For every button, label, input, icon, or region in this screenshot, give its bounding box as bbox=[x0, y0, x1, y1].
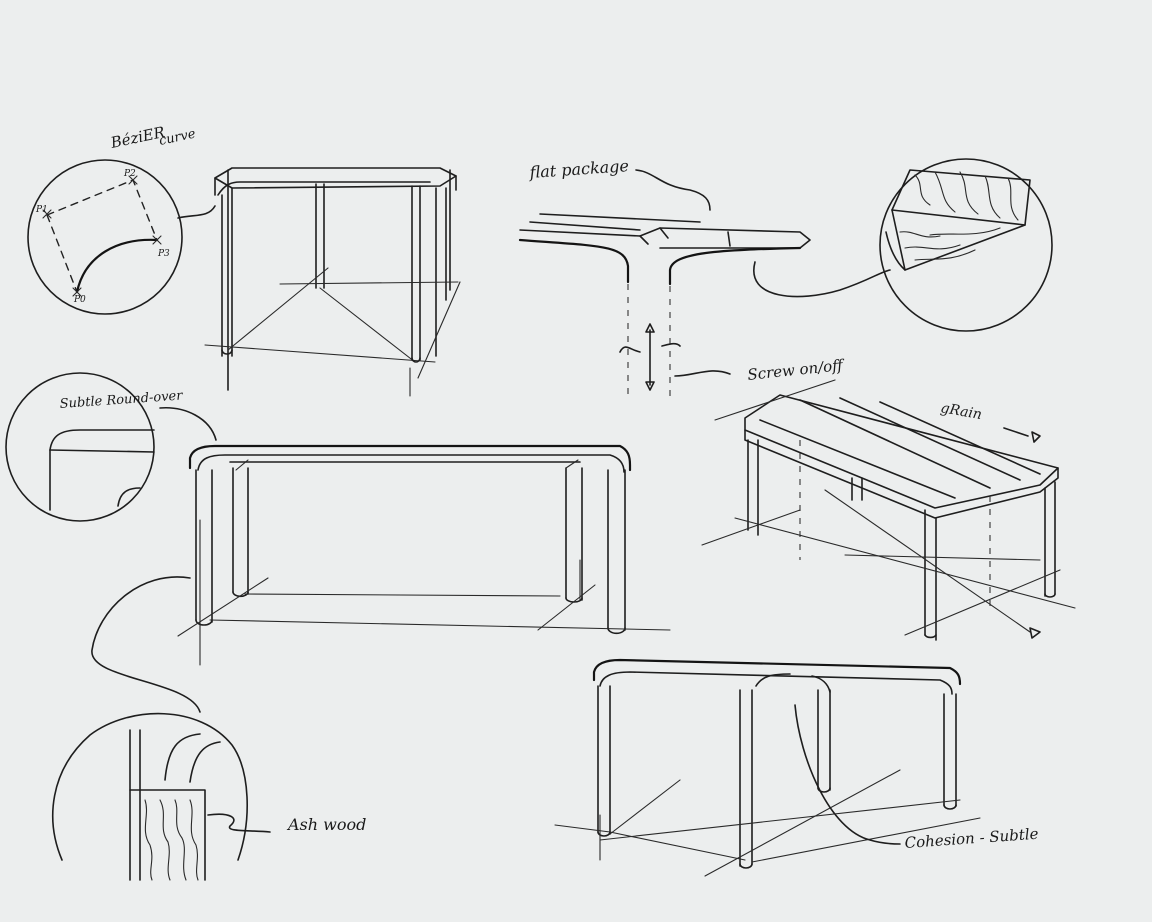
table-cohesion-perspective bbox=[554, 658, 981, 877]
point-p2-label: P2 bbox=[123, 169, 136, 179]
point-p3-label: P3 bbox=[157, 249, 170, 259]
point-p1-label: P1 bbox=[35, 205, 48, 215]
table-front-elevation bbox=[177, 444, 671, 666]
flat-package-joint-detail bbox=[518, 169, 891, 400]
round-over-detail-circle bbox=[5, 372, 217, 522]
screw-on-off-label: Screw on/off bbox=[747, 356, 846, 384]
grain-label: gRain bbox=[939, 400, 983, 423]
table-perspective-top-left bbox=[204, 167, 461, 397]
point-p0-label: P0 bbox=[73, 295, 86, 305]
wood-grain-detail-circle bbox=[879, 158, 1053, 332]
bezier-detail-circle bbox=[27, 159, 216, 315]
ash-wood-label: Ash wood bbox=[286, 815, 366, 834]
flat-package-label: flat package bbox=[528, 156, 630, 182]
ash-wood-detail-circle bbox=[52, 712, 271, 881]
table-planked-perspective bbox=[701, 379, 1076, 641]
leader-line-ash bbox=[91, 576, 201, 713]
